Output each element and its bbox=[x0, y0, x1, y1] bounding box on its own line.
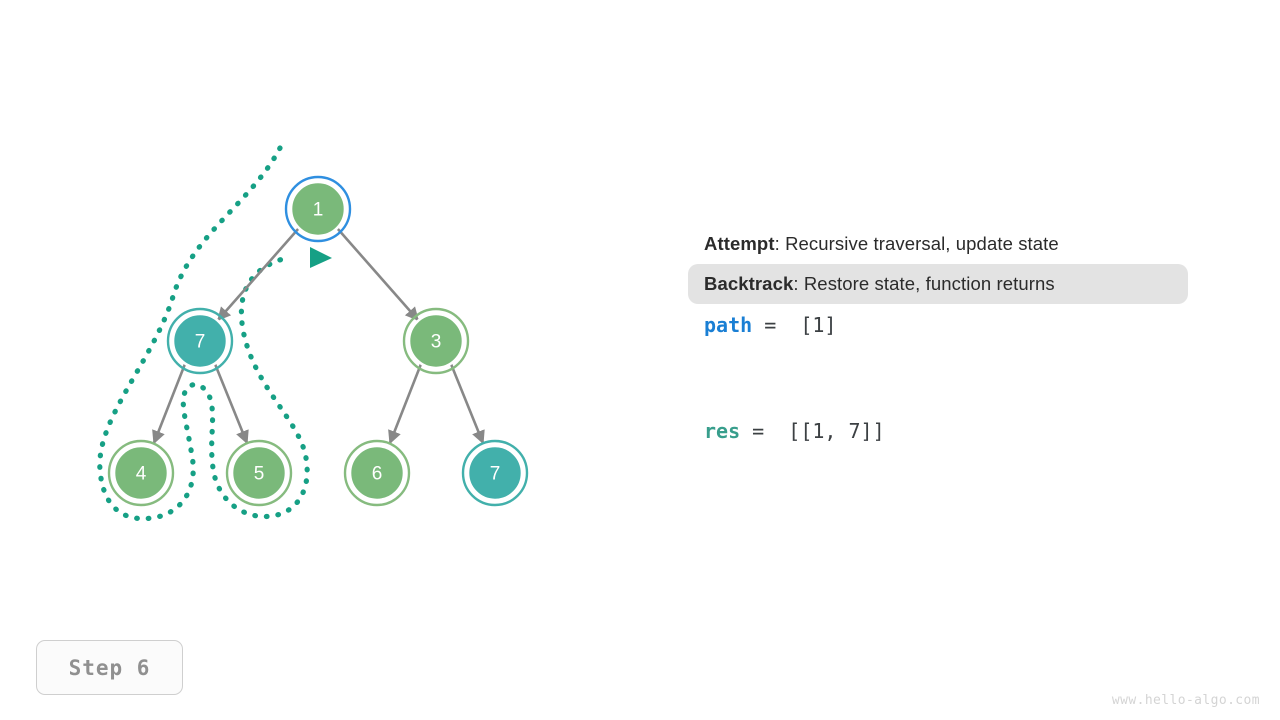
backtrack-description: : Restore state, function returns bbox=[793, 273, 1055, 294]
tree-node-label: 6 bbox=[372, 464, 383, 485]
tree-edges bbox=[152, 227, 485, 445]
watermark: www.hello-algo.com bbox=[1112, 693, 1260, 708]
backtracking-trace bbox=[97, 145, 332, 522]
tree-node-1[interactable]: 1 bbox=[284, 175, 352, 243]
tree-node-5[interactable]: 5 bbox=[225, 439, 293, 507]
state-row-path: path = [1] bbox=[688, 304, 1188, 346]
tree-node-label: 7 bbox=[195, 332, 206, 353]
tree-node-label: 5 bbox=[254, 464, 265, 485]
return-arrow bbox=[310, 247, 332, 268]
tree-node-4[interactable]: 4 bbox=[107, 439, 175, 507]
binary-tree-svg: 1 7 3 4 5 bbox=[97, 145, 529, 522]
tree-node-7-left[interactable]: 7 bbox=[166, 307, 234, 375]
edge-7-4 bbox=[152, 363, 187, 445]
res-variable-name: res bbox=[704, 419, 741, 443]
tree-node-6[interactable]: 6 bbox=[343, 439, 411, 507]
tree-nodes: 1 7 3 4 5 bbox=[107, 175, 529, 507]
info-panel: Attempt: Recursive traversal, update sta… bbox=[688, 224, 1188, 452]
watermark-text: www.hello-algo.com bbox=[1111, 693, 1260, 708]
tree-node-label: 1 bbox=[313, 200, 324, 221]
attempt-keyword: Attempt bbox=[704, 233, 775, 254]
step-badge: Step 6 bbox=[36, 640, 183, 695]
path-variable-value: = [1] bbox=[752, 313, 837, 337]
tree-node-label: 7 bbox=[490, 464, 501, 485]
edge-7-5 bbox=[213, 363, 249, 445]
tree-node-label: 3 bbox=[431, 332, 442, 353]
info-row-backtrack: Backtrack: Restore state, function retur… bbox=[688, 264, 1188, 304]
edge-3-7r bbox=[449, 363, 485, 445]
edge-1-7 bbox=[217, 227, 300, 322]
path-variable-name: path bbox=[704, 313, 753, 337]
state-spacer bbox=[688, 346, 1188, 410]
edge-1-3 bbox=[336, 227, 419, 322]
backtrack-keyword: Backtrack bbox=[704, 273, 794, 294]
tree-node-7-right[interactable]: 7 bbox=[461, 439, 529, 507]
attempt-description: : Recursive traversal, update state bbox=[774, 233, 1059, 254]
info-row-attempt: Attempt: Recursive traversal, update sta… bbox=[688, 224, 1188, 264]
tree-node-label: 4 bbox=[136, 464, 147, 485]
tree-node-3[interactable]: 3 bbox=[402, 307, 470, 375]
tree-diagram-panel: 1 7 3 4 5 bbox=[0, 0, 620, 620]
step-label: Step 6 bbox=[68, 655, 151, 680]
edge-3-6 bbox=[388, 363, 423, 445]
state-row-res: res = [[1, 7]] bbox=[688, 410, 1188, 452]
res-variable-value: = [[1, 7]] bbox=[740, 419, 885, 443]
